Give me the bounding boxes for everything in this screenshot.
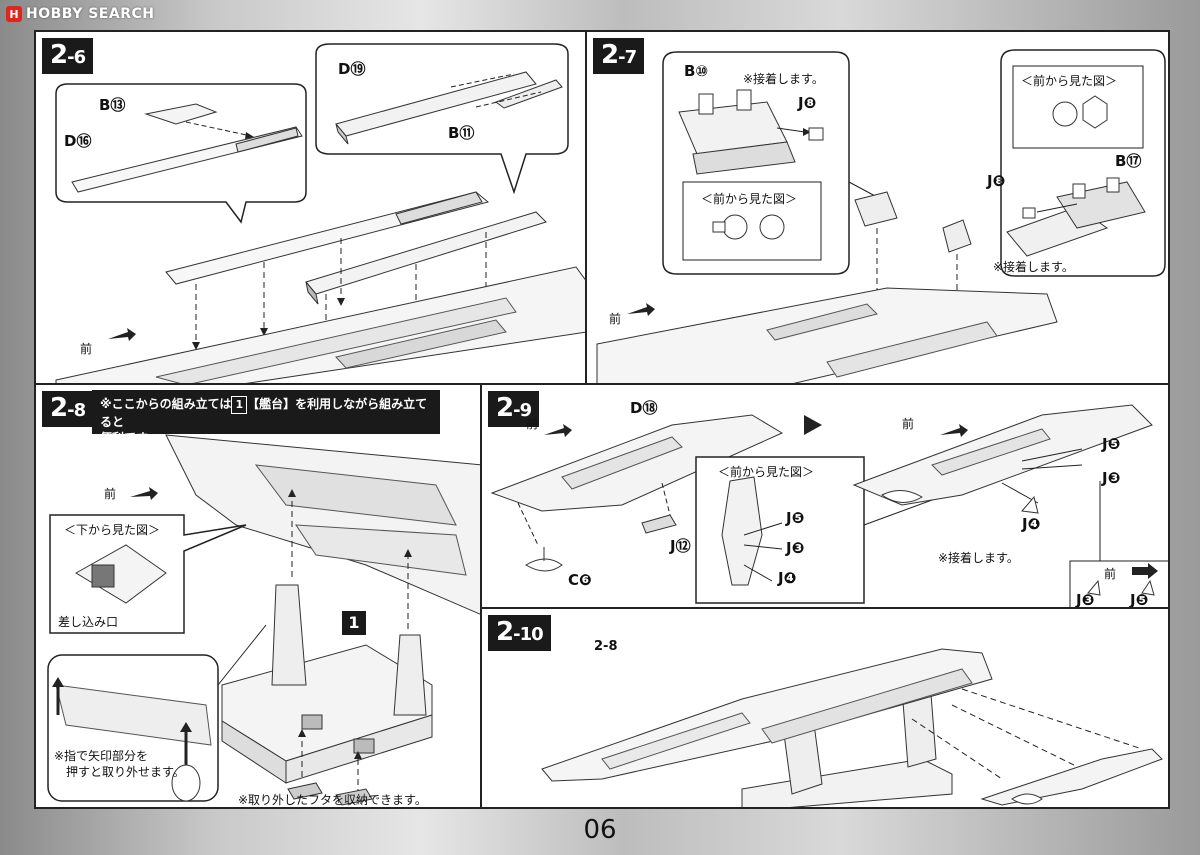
step-number: 2-10 bbox=[488, 615, 551, 651]
part-label-j5: J❺ bbox=[1102, 435, 1121, 453]
logo-mark-icon: H bbox=[6, 6, 22, 22]
front-view-caption-right: ＜前から見た図＞ bbox=[1021, 74, 1118, 88]
part-label-d18: D⑱ bbox=[630, 399, 658, 417]
legend-j5: J❺ bbox=[1130, 591, 1149, 608]
step-2-6-panel: 2-6 B⑬ D⑯ D⑲ B⑪ 前 bbox=[35, 31, 586, 384]
front-direction-label-left: 前 bbox=[526, 417, 539, 431]
part-label-j5-callout: J❺ bbox=[786, 509, 805, 527]
banner-text-a: ※ここからの組み立ては bbox=[100, 397, 232, 411]
legend-j3: J❸ bbox=[1076, 591, 1095, 608]
banner-text-b: 【艦台】を利用しながら組み立てると bbox=[100, 397, 428, 429]
glue-note-left: ※接着します。 bbox=[743, 72, 824, 86]
slot-label: 差し込み口 bbox=[58, 615, 119, 629]
part-label-j8-right: J❽ bbox=[987, 172, 1006, 190]
part-label-b17: B⑰ bbox=[1115, 152, 1142, 170]
front-direction-label: 前 bbox=[104, 487, 117, 501]
under-view-caption: ＜下から見た図＞ bbox=[64, 523, 161, 537]
press-note-line1: ※指で矢印部分を bbox=[54, 749, 149, 763]
part-label-c6: C❻ bbox=[568, 571, 592, 589]
stand-part-tag: 1 bbox=[342, 611, 366, 635]
part-label-j3: J❸ bbox=[1102, 469, 1121, 487]
step-2-9-panel: 2-9 前 D⑱ J⑫ C❻ ＜前から見た図＞ J❺ J❸ J❹ 前 J❺ J❸… bbox=[481, 384, 1169, 608]
stand-tag-badge: 1 bbox=[231, 396, 248, 414]
step-2-6-illustration bbox=[55, 43, 585, 383]
banner-text-c: 便利です。 bbox=[100, 431, 159, 445]
part-label-j8-left: J❽ bbox=[798, 94, 817, 112]
front-direction-label: 前 bbox=[609, 312, 622, 326]
step-2-10-illustration bbox=[522, 648, 1163, 807]
step-2-10-panel: 2-10 2-8 bbox=[481, 608, 1169, 808]
press-note-line2: 押すと取り外せます。 bbox=[66, 765, 185, 779]
part-label-j4-callout: J❹ bbox=[778, 569, 797, 587]
part-label-b13: B⑬ bbox=[99, 96, 126, 114]
legend-front-label: 前 bbox=[1104, 567, 1117, 581]
step-number: 2-7 bbox=[593, 38, 645, 74]
page-number: 06 bbox=[583, 815, 617, 845]
glue-note: ※接着します。 bbox=[938, 551, 1019, 565]
front-view-caption: ＜前から見た図＞ bbox=[718, 465, 815, 479]
part-label-d16: D⑯ bbox=[64, 132, 92, 150]
step-2-7-illustration bbox=[596, 49, 1166, 383]
step-2-8-illustration bbox=[47, 434, 480, 806]
step-number: 2-9 bbox=[488, 391, 540, 427]
step-number: 2-6 bbox=[42, 38, 94, 74]
store-note: ※取り外したフタを収納できます。 bbox=[238, 793, 427, 807]
step-2-9-illustration bbox=[490, 404, 1168, 607]
glue-note-right: ※接着します。 bbox=[993, 260, 1074, 274]
step-number: 2-8 bbox=[42, 391, 94, 427]
front-direction-label: 前 bbox=[80, 342, 93, 356]
logo-text: HOBBY SEARCH bbox=[26, 6, 155, 22]
front-direction-label-right: 前 bbox=[902, 417, 915, 431]
part-label-d19: D⑲ bbox=[338, 60, 366, 78]
site-logo[interactable]: H HOBBY SEARCH bbox=[6, 4, 154, 24]
part-label-b10: B⑩ bbox=[684, 62, 709, 80]
front-view-caption-left: ＜前から見た図＞ bbox=[701, 192, 798, 206]
step-2-7-panel: 2-7 B⑩ ※接着します。 J❽ ＜前から見た図＞ ＜前から見た図＞ B⑰ J… bbox=[586, 31, 1169, 384]
part-label-j4: J❹ bbox=[1022, 515, 1041, 533]
instruction-sheet: 2-6 B⑬ D⑯ D⑲ B⑪ 前 bbox=[34, 30, 1170, 809]
part-label-j3-callout: J❸ bbox=[786, 539, 805, 557]
part-label-j12: J⑫ bbox=[670, 537, 691, 555]
part-label-b11: B⑪ bbox=[448, 124, 475, 142]
reference-step-label: 2-8 bbox=[594, 639, 618, 654]
